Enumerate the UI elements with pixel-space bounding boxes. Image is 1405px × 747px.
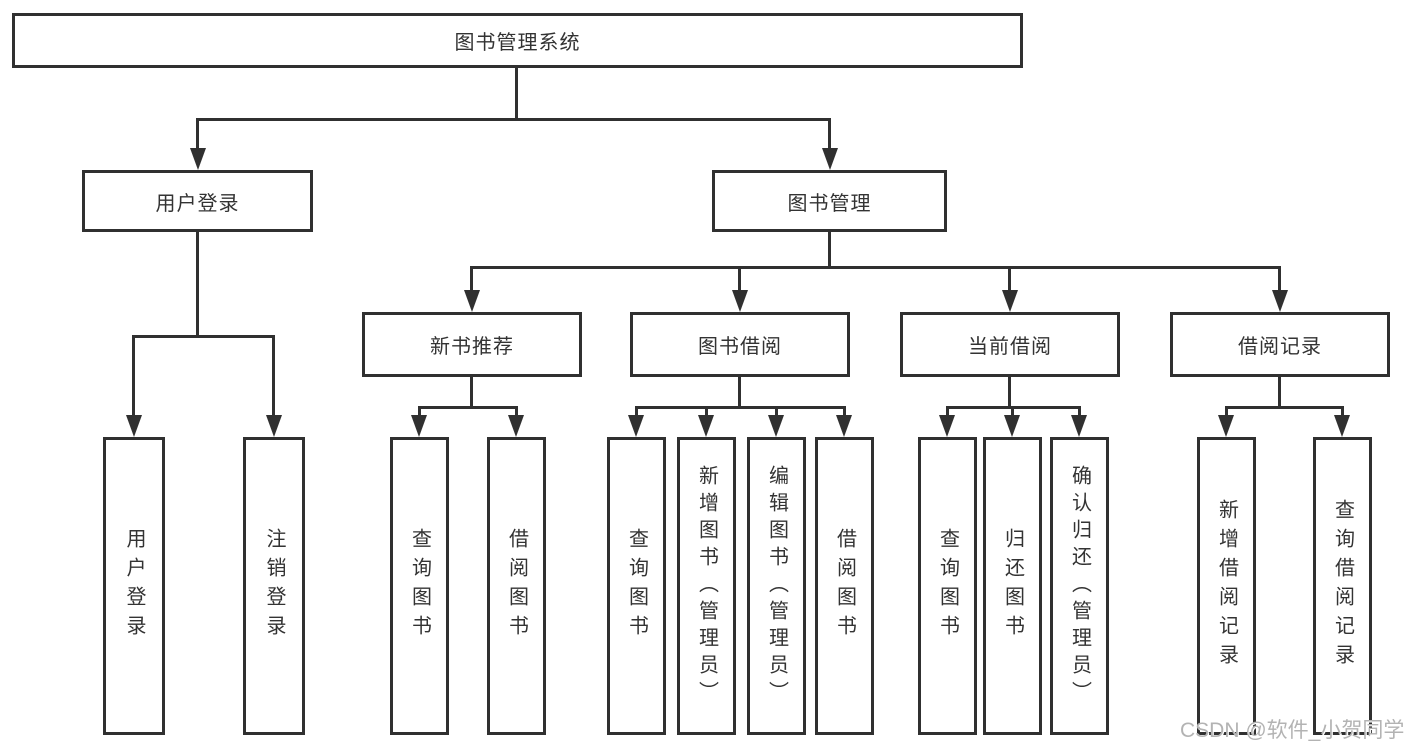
connector-line [1078,406,1081,419]
connector-line [470,377,473,408]
connector-line [470,266,1281,269]
connector-line [132,335,275,338]
arrowhead-icon [411,415,427,437]
connector-line [132,335,135,417]
connector-line [635,406,638,419]
node-user-login-label: 用户登录 [155,192,240,215]
node-new-book-recommend: 新书推荐 [362,312,582,377]
leaf-borrow-book-recommend-label: 借阅图书 [505,528,528,644]
arrowhead-icon [698,415,714,437]
arrowhead-icon [266,415,282,437]
leaf-query-borrow-record-label: 查询借阅记录 [1331,499,1354,673]
leaf-query-book-borrow-label: 查询图书 [625,528,648,644]
connector-line [1278,266,1281,294]
arrowhead-icon [508,415,524,437]
connector-line [1225,406,1344,409]
node-book-management: 图书管理 [712,170,947,232]
connector-line [196,118,831,121]
arrowhead-icon [768,415,784,437]
connector-line [843,406,846,419]
arrowhead-icon [836,415,852,437]
leaf-edit-book-admin: 编辑图书（管理员） [747,437,806,735]
node-borrow-records: 借阅记录 [1170,312,1390,377]
node-current-borrow-label: 当前借阅 [968,336,1052,358]
leaf-query-borrow-record: 查询借阅记录 [1313,437,1372,735]
leaf-query-book-borrow: 查询图书 [607,437,666,735]
leaf-query-book-recommend: 查询图书 [390,437,449,735]
connector-line [196,118,199,152]
node-borrow-records-label: 借阅记录 [1238,336,1322,358]
node-user-login: 用户登录 [82,170,313,232]
arrowhead-icon [822,148,838,170]
connector-line [775,406,778,419]
leaf-add-book-admin: 新增图书（管理员） [677,437,736,735]
connector-line [418,406,518,409]
arrowhead-icon [1334,415,1350,437]
arrowhead-icon [1272,290,1288,312]
arrowhead-icon [190,148,206,170]
arrowhead-icon [939,415,955,437]
connector-line [1278,377,1281,408]
connector-line [1011,406,1014,419]
connector-line [418,406,421,419]
connector-line [1008,377,1011,408]
node-current-borrow: 当前借阅 [900,312,1120,377]
arrowhead-icon [1071,415,1087,437]
node-root: 图书管理系统 [12,13,1023,68]
connector-line [515,406,518,419]
arrowhead-icon [1004,415,1020,437]
leaf-query-book-current-label: 查询图书 [936,528,959,644]
leaf-add-borrow-record-label: 新增借阅记录 [1215,499,1238,673]
leaf-edit-book-admin-label: 编辑图书（管理员） [765,464,788,708]
node-new-book-recommend-label: 新书推荐 [430,336,514,358]
leaf-query-book-current: 查询图书 [918,437,977,735]
leaf-borrow-book: 借阅图书 [815,437,874,735]
node-root-label: 图书管理系统 [454,32,581,54]
arrowhead-icon [126,415,142,437]
connector-line [946,406,949,419]
leaf-return-book: 归还图书 [983,437,1042,735]
arrowhead-icon [464,290,480,312]
arrowhead-icon [628,415,644,437]
leaf-user-login: 用户登录 [103,437,165,735]
arrowhead-icon [732,290,748,312]
connector-line [196,232,199,335]
leaf-borrow-book-label: 借阅图书 [833,528,856,644]
connector-line [515,68,518,118]
watermark-text: CSDN @软件_小贺同学 [1180,719,1405,742]
leaf-borrow-book-recommend: 借阅图书 [487,437,546,735]
leaf-logout-label: 注销登录 [263,528,285,644]
connector-line [738,377,741,408]
leaf-logout: 注销登录 [243,437,305,735]
leaf-return-book-label: 归还图书 [1001,528,1024,644]
connector-line [1225,406,1228,419]
node-book-management-label: 图书管理 [787,192,872,215]
connector-line [272,335,275,417]
leaf-confirm-return-admin-label: 确认归还（管理员） [1068,464,1091,708]
arrowhead-icon [1218,415,1234,437]
leaf-add-book-admin-label: 新增图书（管理员） [695,464,718,708]
connector-line [1008,266,1011,294]
arrowhead-icon [1002,290,1018,312]
connector-line [705,406,708,419]
leaf-user-login-label: 用户登录 [123,528,145,644]
node-book-borrow: 图书借阅 [630,312,850,377]
connector-line [828,118,831,152]
connector-line [470,266,473,294]
connector-line [635,406,846,409]
connector-line [1341,406,1344,419]
connector-line [828,232,831,268]
leaf-add-borrow-record: 新增借阅记录 [1197,437,1256,735]
connector-line [738,266,741,294]
leaf-confirm-return-admin: 确认归还（管理员） [1050,437,1109,735]
node-book-borrow-label: 图书借阅 [698,336,782,358]
leaf-query-book-recommend-label: 查询图书 [408,528,431,644]
